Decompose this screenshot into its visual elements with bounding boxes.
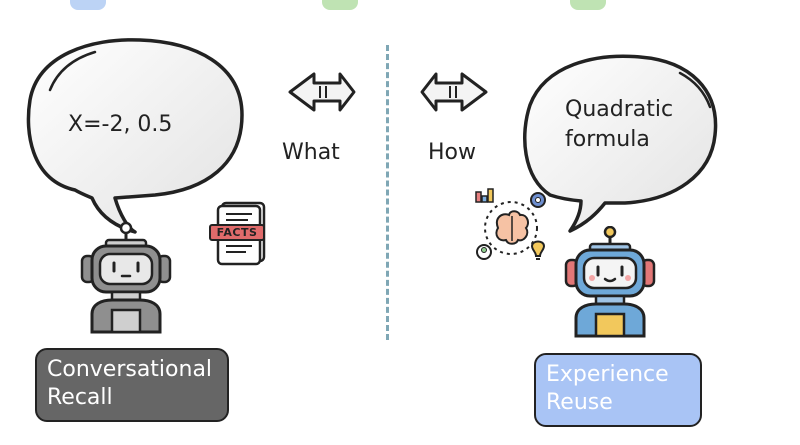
conversational-recall-line1: Conversational — [47, 357, 213, 382]
right-robot-icon — [564, 226, 656, 338]
conversational-recall-line2: Recall — [47, 385, 113, 410]
left-bubble-text: X=-2, 0.5 — [68, 112, 173, 137]
right-speech-bubble — [523, 54, 718, 233]
what-label: What — [282, 140, 340, 165]
experience-reuse-line1: Experience — [546, 362, 669, 387]
left-arrow-icon — [288, 72, 356, 112]
brain-insight-icon — [475, 188, 546, 260]
experience-reuse-label: Experience Reuse — [534, 353, 702, 427]
right-bubble-text-line2: formula — [565, 127, 650, 152]
top-decoration-blue — [70, 0, 106, 10]
top-decoration-green — [322, 0, 358, 10]
center-divider — [386, 45, 389, 340]
facts-badge-text: FACTS — [216, 226, 258, 239]
how-label: How — [428, 140, 476, 165]
left-robot-icon — [80, 222, 172, 334]
experience-reuse-line2: Reuse — [546, 390, 613, 415]
right-bubble-text-line1: Quadratic — [565, 97, 674, 122]
conversational-recall-label: Conversational Recall — [35, 348, 229, 422]
right-arrow-icon — [420, 72, 488, 112]
top-decoration-green-2 — [570, 0, 606, 10]
left-speech-bubble — [26, 38, 244, 234]
facts-document-icon — [209, 201, 266, 266]
